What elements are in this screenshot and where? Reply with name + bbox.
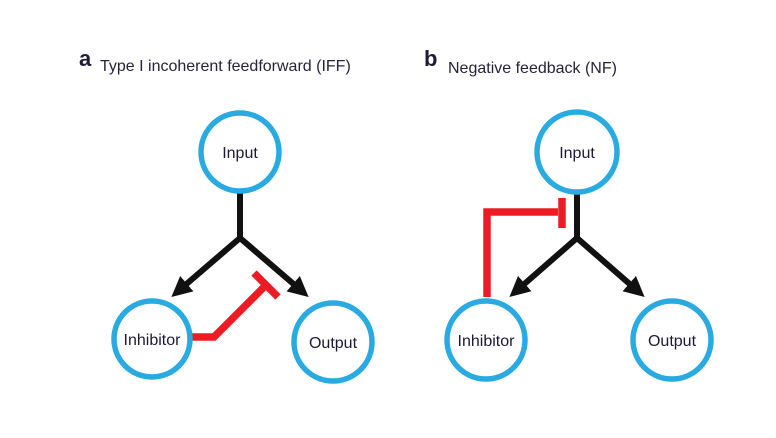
edge-a-input-output-activation bbox=[238, 235, 309, 297]
node-b-output bbox=[630, 298, 714, 382]
node-a-input-label: Input bbox=[222, 145, 258, 162]
node-b-inhibitor-label: Inhibitor bbox=[458, 333, 516, 350]
edge-b-input-output-activation bbox=[575, 235, 645, 298]
edge-a-input-inhibitor-activation bbox=[171, 235, 242, 297]
panel-b-title: Negative feedback (NF) bbox=[448, 60, 617, 77]
panel-b-diagram: Input Inhibitor Output bbox=[444, 109, 714, 382]
panel-a-label: a bbox=[79, 46, 92, 71]
panel-a-title: Type I incoherent feedforward (IFF) bbox=[100, 58, 351, 75]
panel-a-diagram: Input Inhibitor Output bbox=[111, 110, 375, 384]
node-a-inhibitor-label: Inhibitor bbox=[124, 332, 182, 349]
edge-b-input-inhibitor-activation bbox=[509, 235, 579, 298]
node-a-input bbox=[198, 110, 282, 194]
node-a-inhibitor bbox=[111, 298, 193, 380]
edge-a-inhibitor-output-inhibition bbox=[192, 282, 269, 341]
node-b-inhibitor bbox=[444, 298, 528, 382]
node-a-output bbox=[291, 300, 375, 384]
edge-b-inhibitor-input-inhibition bbox=[483, 208, 558, 297]
node-b-input-label: Input bbox=[559, 145, 595, 162]
node-b-output-label: Output bbox=[648, 333, 697, 350]
inhibition-tbar-a-icon bbox=[251, 270, 281, 300]
node-b-input bbox=[534, 109, 620, 195]
panel-b-label: b bbox=[424, 46, 438, 71]
node-a-output-label: Output bbox=[309, 335, 358, 352]
